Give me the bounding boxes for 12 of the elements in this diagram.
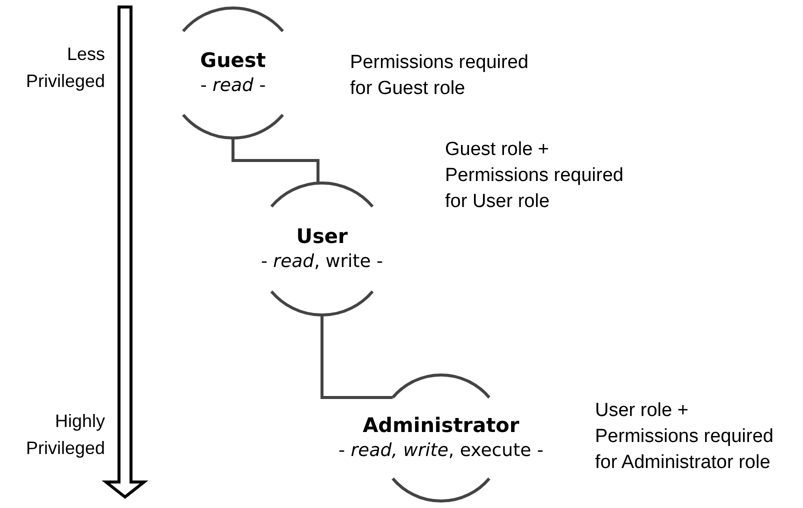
privilege-label: Highly Privileged — [24, 410, 105, 460]
role-name: User — [296, 223, 348, 249]
role-name: Guest — [200, 47, 266, 73]
role-name: Administrator — [362, 412, 520, 438]
permission-list: - read, write - — [260, 249, 384, 275]
permission-list: - read, write, execute - — [338, 438, 544, 464]
role-description: User role + Permissions required for Administrator role — [595, 399, 774, 475]
role-description: Guest role + Permissions required for User role — [445, 138, 624, 214]
privilege-label: Less Privileged — [24, 43, 105, 93]
role-description: Permissions required for Guest role — [350, 51, 530, 101]
connector-line — [232, 138, 320, 183]
permission-list: - read - — [200, 73, 266, 99]
